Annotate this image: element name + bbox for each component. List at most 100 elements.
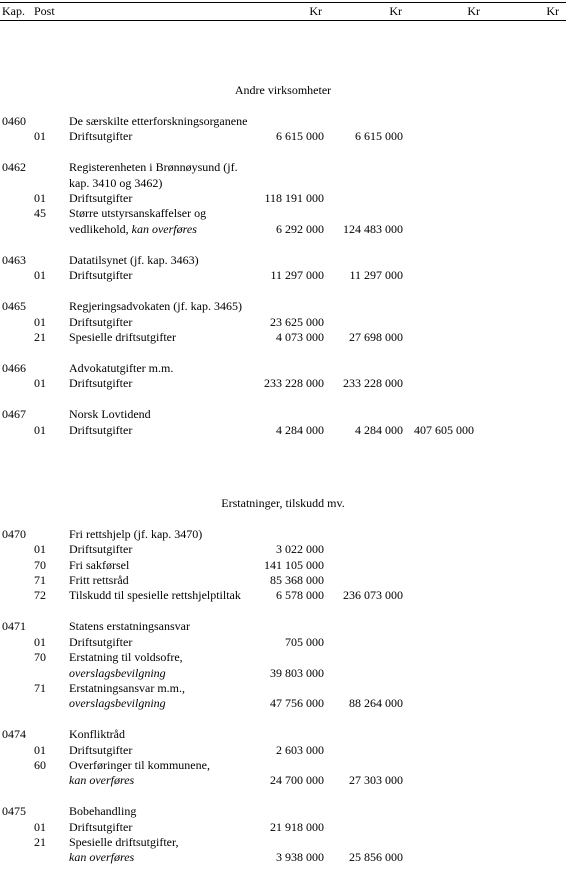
post-text: Overføringer til kommunene, [69, 757, 210, 772]
kap-total: 4 284 000 [355, 422, 403, 437]
kap-number: 0463 [2, 252, 26, 267]
kap-number: 0462 [2, 160, 26, 175]
kap-name: Statens erstatningsansvar [69, 619, 190, 634]
post-text-italic: kan overføres [69, 850, 135, 865]
post-number: 71 [34, 573, 46, 588]
post-number: 72 [34, 588, 46, 603]
header-kr-1: Kr [309, 4, 322, 18]
post-amount: 24 700 000 [270, 773, 324, 788]
kap-number: 0465 [2, 299, 26, 314]
post-amount: 23 625 000 [270, 314, 324, 329]
post-amount: 11 297 000 [270, 268, 324, 283]
header-bottom-rule [0, 20, 566, 21]
kap-number: 0474 [2, 727, 26, 742]
header-post: Post [34, 4, 55, 18]
header-top-rule [0, 2, 566, 3]
post-amount: 705 000 [285, 634, 324, 649]
kap-number: 0460 [2, 114, 26, 128]
kap-total: 233 228 000 [343, 376, 403, 391]
post-amount: 6 292 000 [276, 221, 324, 236]
post-text: vedlikehold, kan overføres [69, 221, 197, 236]
kap-total: 27 303 000 [349, 773, 403, 788]
kap-name: Regjeringsadvokaten (jf. kap. 3465) [69, 299, 242, 314]
kap-total: 88 264 000 [349, 696, 403, 711]
post-number: 01 [34, 129, 46, 144]
kap-name: Norsk Lovtidend [69, 407, 151, 422]
post-number: 70 [34, 650, 46, 665]
post-text: Driftsutgifter [69, 422, 133, 437]
post-text: Større utstyrsanskaffelser og [69, 206, 207, 221]
post-amount: 4 284 000 [276, 422, 324, 437]
kap-name: Registerenheten i Brønnøysund (jf. [69, 160, 238, 175]
kap-name: Datatilsynet (jf. kap. 3463) [69, 252, 199, 267]
post-text: Erstatning til voldsofre, [69, 650, 183, 665]
kap-name: kap. 3410 og 3462) [69, 175, 163, 190]
kap-total: 11 297 000 [349, 268, 403, 283]
kap-number: 0470 [2, 527, 26, 541]
post-number: 21 [34, 835, 46, 850]
post-amount: 233 228 000 [264, 376, 324, 391]
post-amount: 6 578 000 [276, 588, 324, 603]
section-title: Erstatninger, tilskudd mv. [221, 496, 345, 510]
post-text: Fri sakførsel [69, 557, 130, 572]
kap-total: 27 698 000 [349, 329, 403, 344]
post-text-italic: overslagsbevilgning [69, 696, 166, 711]
post-text: Spesielle driftsutgifter, [69, 835, 179, 850]
post-text: Driftsutgifter [69, 268, 133, 283]
kap-name: De særskilte etterforskningsorganene [69, 114, 248, 128]
kap-name: Bobehandling [69, 804, 137, 819]
post-amount: 39 803 000 [270, 665, 324, 680]
post-number: 01 [34, 819, 46, 834]
kap-number: 0475 [2, 804, 26, 819]
post-number: 01 [34, 376, 46, 391]
header-kr-2: Kr [389, 4, 402, 18]
post-amount: 118 191 000 [264, 191, 324, 206]
post-text: Driftsutgifter [69, 634, 133, 649]
kap-total: 124 483 000 [343, 221, 403, 236]
post-number: 60 [34, 757, 46, 772]
section-title: Andre virksomheter [234, 83, 332, 97]
header-kr-4: Kr [546, 4, 559, 18]
kap-number: 0467 [2, 407, 26, 422]
header-kap: Kap. [2, 4, 25, 18]
post-text: Driftsutgifter [69, 191, 133, 206]
post-number: 01 [34, 191, 46, 206]
header-kr-3: Kr [467, 4, 480, 18]
post-amount: 6 615 000 [276, 129, 324, 144]
kap-number: 0471 [2, 619, 26, 634]
post-amount: 2 603 000 [276, 742, 324, 757]
post-text: Driftsutgifter [69, 376, 133, 391]
post-text: Driftsutgifter [69, 129, 133, 144]
post-text: Fritt rettsråd [69, 573, 129, 588]
post-number: 71 [34, 680, 46, 695]
post-text: Driftsutgifter [69, 542, 133, 557]
post-amount: 3 022 000 [276, 542, 324, 557]
post-text-italic: kan overføres [131, 221, 197, 236]
post-amount: 47 756 000 [270, 696, 324, 711]
post-text: Driftsutgifter [69, 742, 133, 757]
post-text: Driftsutgifter [69, 819, 133, 834]
post-number: 21 [34, 329, 46, 344]
section-total: 407 605 000 [414, 422, 474, 437]
post-number: 01 [34, 422, 46, 437]
kap-total: 6 615 000 [355, 129, 403, 144]
kap-total: 236 073 000 [343, 588, 403, 603]
table-header: Kap. Post Kr Kr Kr Kr [0, 0, 566, 22]
post-number: 01 [34, 542, 46, 557]
post-text: Driftsutgifter [69, 314, 133, 329]
post-number: 01 [34, 314, 46, 329]
post-amount: 141 105 000 [264, 557, 324, 572]
post-amount: 3 938 000 [276, 850, 324, 865]
post-number: 01 [34, 268, 46, 283]
post-number: 45 [34, 206, 46, 221]
kap-name: Konfliktråd [69, 727, 125, 742]
kap-name: Advokatutgifter m.m. [69, 361, 174, 375]
post-number: 70 [34, 557, 46, 572]
post-amount: 21 918 000 [270, 819, 324, 834]
post-text: Tilskudd til spesielle rettshjelptiltak [69, 588, 241, 603]
post-text: Erstatningsansvar m.m., [69, 680, 185, 695]
post-text-italic: overslagsbevilgning [69, 665, 166, 680]
post-text-italic: kan overføres [69, 773, 135, 788]
kap-total: 25 856 000 [349, 850, 403, 865]
post-text: Spesielle driftsutgifter [69, 329, 176, 344]
